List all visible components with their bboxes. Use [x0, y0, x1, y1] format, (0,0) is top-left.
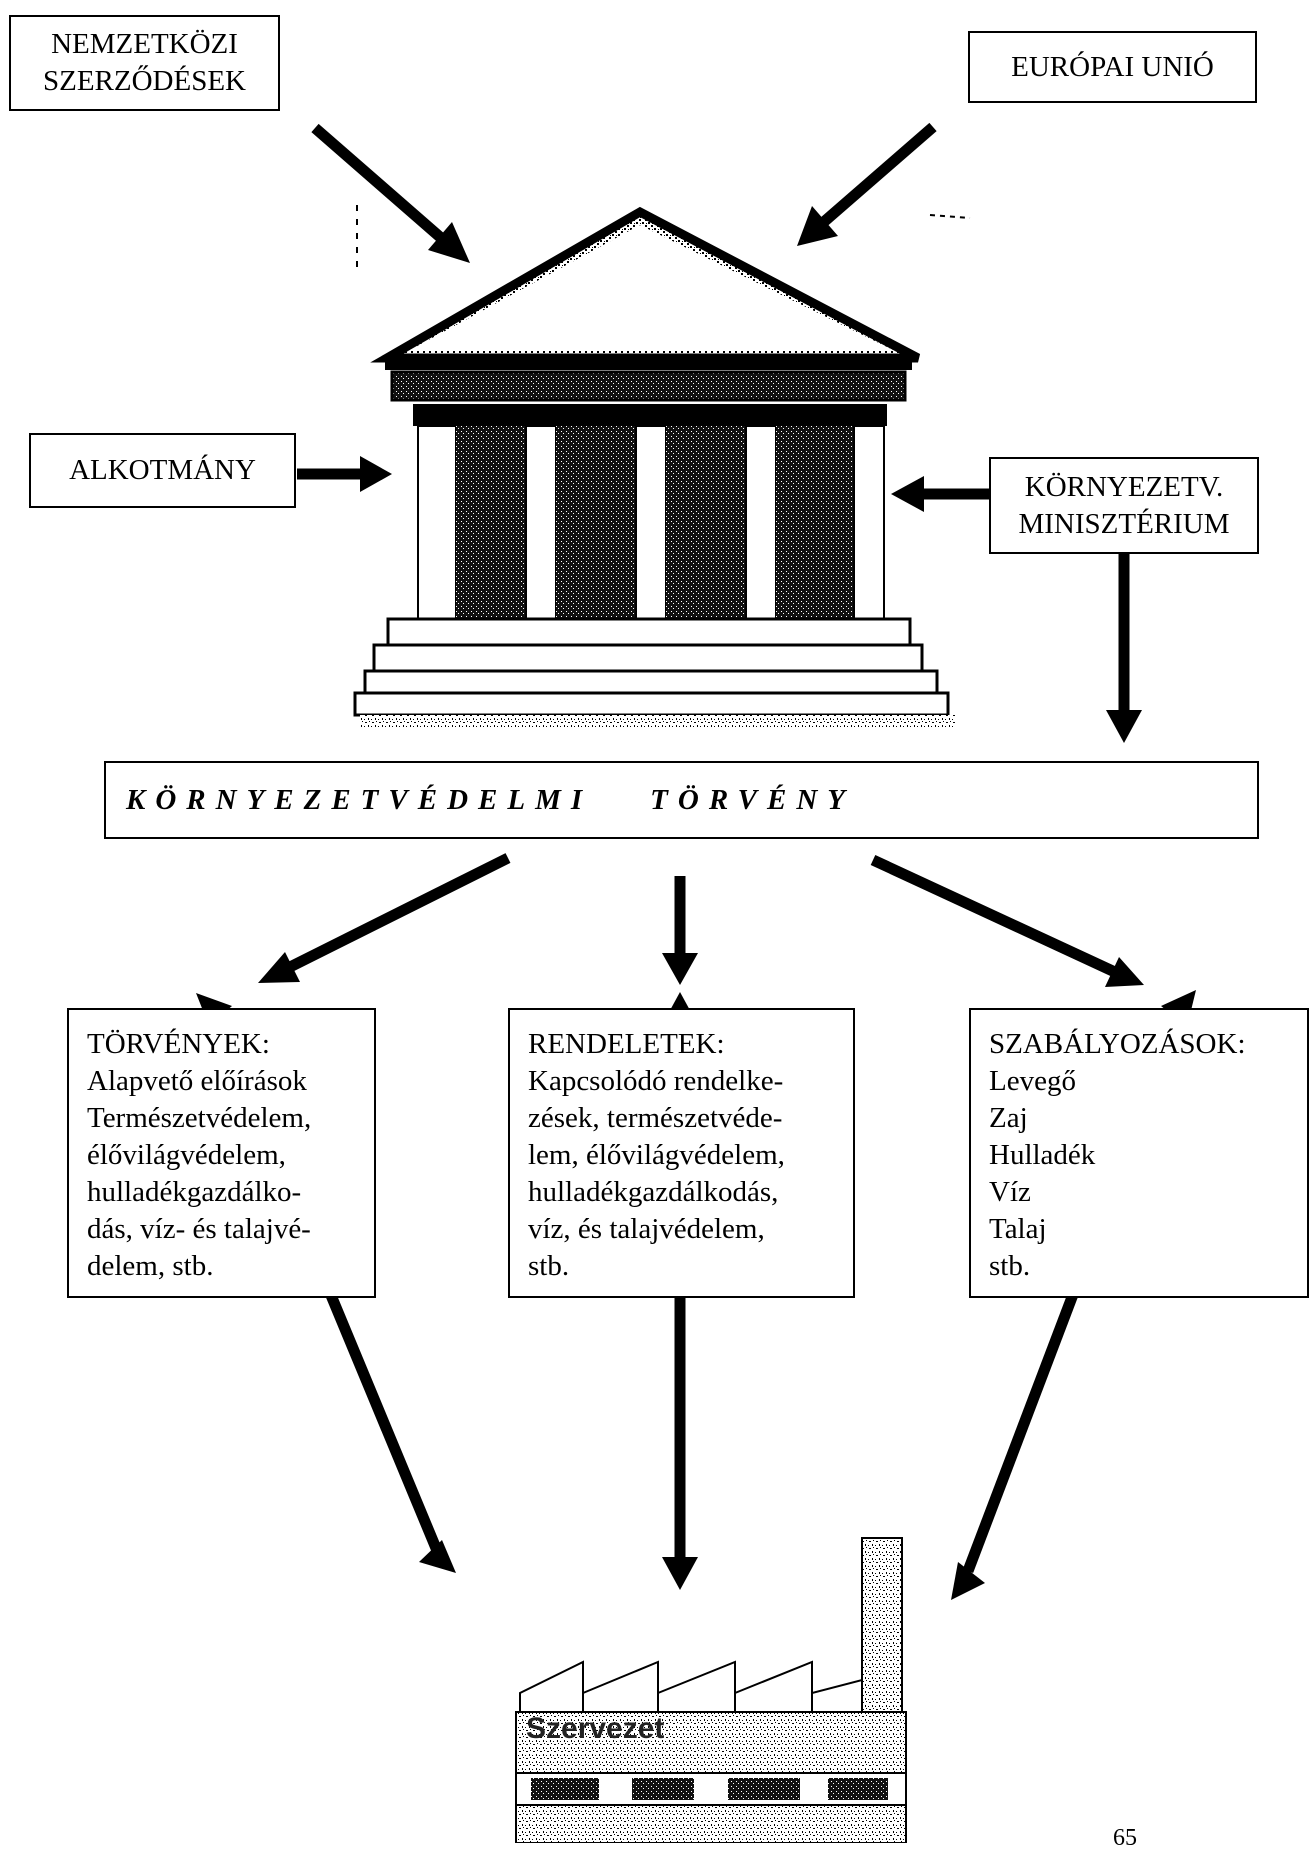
- torvenyek-line: Alapvető előírások: [87, 1065, 307, 1097]
- szabalyozasok-line: Víz: [989, 1176, 1031, 1208]
- torvenyek-line: dás, víz- és talajvé-: [87, 1213, 311, 1245]
- szabalyozasok-box: SZABÁLYOZÁSOK: Levegő Zaj Hulladék Víz T…: [969, 1008, 1309, 1298]
- torvenyek-line: élővilágvédelem,: [87, 1139, 286, 1171]
- torvenyek-line: Természetvédelem,: [87, 1102, 312, 1134]
- szabalyozasok-line: Talaj: [989, 1213, 1047, 1245]
- constitution-box: ALKOTMÁNY: [29, 433, 296, 508]
- parliament-building-icon: [353, 205, 971, 727]
- arrow-constitution-to-building: [297, 456, 392, 492]
- rendeletek-line: hulladékgazdálkodás,: [528, 1176, 779, 1208]
- rendeletek-line: stb.: [528, 1250, 570, 1282]
- szabalyozasok-line: Hulladék: [989, 1139, 1096, 1171]
- treaties-box: NEMZETKÖZI SZERZŐDÉSEK: [9, 15, 280, 111]
- arrow-ministry-to-law: [1106, 552, 1142, 743]
- central-law-box: KÖRNYEZETVÉDELMI TÖRVÉNY: [104, 761, 1259, 839]
- arrow-treaties-to-building: [311, 123, 470, 263]
- rendeletek-box: RENDELETEK: Kapcsolódó rendelke- zések, …: [508, 1008, 855, 1298]
- rendeletek-line: zések, természetvéde-: [528, 1102, 783, 1134]
- page-number: 65: [1113, 1825, 1137, 1851]
- szabalyozasok-line: Zaj: [989, 1102, 1028, 1134]
- eu-box: EURÓPAI UNIÓ: [968, 31, 1257, 103]
- ministry-box: KÖRNYEZETV. MINISZTÉRIUM: [989, 457, 1259, 554]
- szabalyozasok-line: stb.: [989, 1250, 1031, 1282]
- torvenyek-line: hulladékgazdálko-: [87, 1176, 302, 1208]
- szabalyozasok-title: SZABÁLYOZÁSOK:: [989, 1028, 1246, 1060]
- rendeletek-line: lem, élővilágvédelem,: [528, 1139, 785, 1171]
- ministry-label-line1: KÖRNYEZETV.: [1024, 470, 1224, 503]
- central-law-word2: TÖRVÉNY: [650, 783, 855, 816]
- arrow-ministry-to-building: [891, 476, 990, 512]
- torvenyek-box: TÖRVÉNYEK: Alapvető előírások Természetv…: [67, 1008, 376, 1298]
- arrow-law-to-szabalyozasok: [870, 855, 1144, 987]
- torvenyek-line: delem, stb.: [87, 1250, 214, 1282]
- factory-label: Szervezet: [526, 1712, 665, 1745]
- eu-label: EURÓPAI UNIÓ: [1011, 50, 1214, 83]
- szabalyozasok-line: Levegő: [989, 1065, 1076, 1097]
- treaties-label-line2: SZERZŐDÉSEK: [43, 65, 246, 97]
- constitution-label: ALKOTMÁNY: [69, 454, 256, 486]
- factory-icon: [515, 1537, 907, 1843]
- central-law-word1: KÖRNYEZETVÉDELMI: [126, 783, 593, 816]
- rendeletek-title: RENDELETEK:: [528, 1028, 725, 1060]
- treaties-label-line1: NEMZETKÖZI: [51, 28, 238, 60]
- arrow-law-to-torvenyek: [258, 853, 511, 983]
- ministry-label-line2: MINISZTÉRIUM: [1018, 507, 1230, 540]
- rendeletek-line: víz, és talajvédelem,: [528, 1213, 765, 1245]
- torvenyek-title: TÖRVÉNYEK:: [87, 1028, 270, 1060]
- arrow-eu-to-building: [797, 122, 937, 246]
- rendeletek-line: Kapcsolódó rendelke-: [528, 1065, 784, 1097]
- arrow-law-to-rendeletek: [662, 876, 698, 985]
